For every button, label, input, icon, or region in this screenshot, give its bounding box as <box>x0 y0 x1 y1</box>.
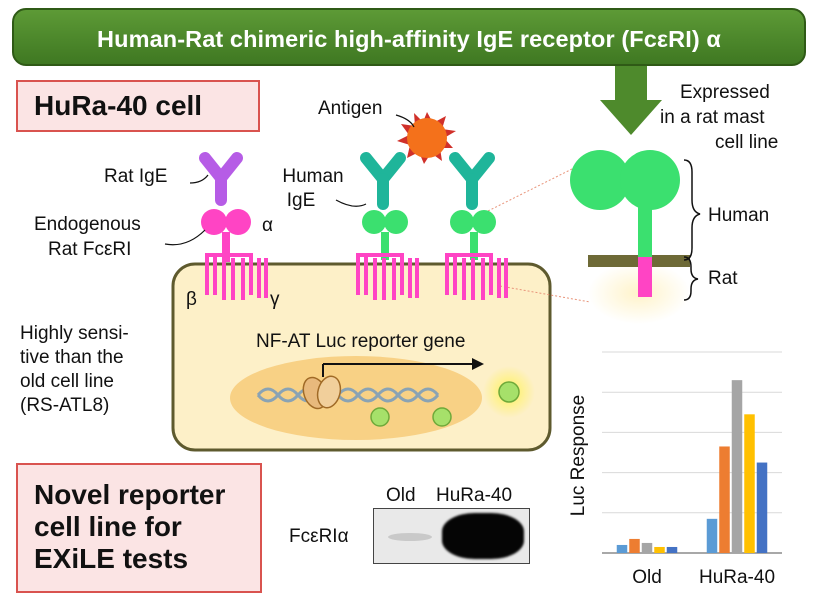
human-ige-receptor-left <box>356 152 419 300</box>
luciferase-dot <box>370 407 390 427</box>
chart-y-axis-label: Luc Response <box>568 395 589 516</box>
leader-line <box>395 114 415 128</box>
guide-line <box>499 285 591 303</box>
reporter-gene-label: NF-AT Luc reporter gene <box>256 331 466 352</box>
reporter-arrow <box>322 358 484 377</box>
cell-line-badge: HuRa-40 cell <box>16 80 260 132</box>
transcription-factor <box>302 375 342 410</box>
endogenous-fceri <box>201 209 268 300</box>
chimeric-receptor-detail <box>570 150 680 297</box>
dna-helix <box>256 387 440 403</box>
human-segment-label: Human <box>708 205 770 226</box>
gamma-label: γ <box>270 289 280 310</box>
rat-ige-label: Rat IgE <box>104 166 168 187</box>
chart-category-label: Old <box>632 567 662 588</box>
novel-badge-line-1: Novel reporter <box>34 479 226 510</box>
antigen-icon <box>397 112 456 164</box>
blot-row-label: FcεRIα <box>289 526 349 547</box>
brace-human <box>683 159 701 261</box>
chart-bar <box>719 446 730 553</box>
endogenous-label: Endogenous <box>34 214 141 235</box>
alpha-label: α <box>262 215 273 236</box>
chart-bar <box>706 518 718 553</box>
expressed-label-2: in a rat mast <box>660 107 765 128</box>
leader-line <box>335 199 367 207</box>
chart-bar <box>641 542 653 553</box>
expressed-label-3: cell line <box>715 132 779 153</box>
novel-cell-line-badge: Novel reporter cell line for EXiLE tests <box>16 463 262 593</box>
chart-category-label: HuRa-40 <box>699 567 775 588</box>
sensitivity-line-1: Highly sensi- <box>20 323 129 344</box>
beta-label: β <box>186 289 197 310</box>
chart-bar <box>744 414 755 553</box>
chart-bar <box>654 546 665 553</box>
blot-band-old <box>388 533 432 541</box>
rat-segment-label: Rat <box>708 268 738 289</box>
novel-badge-line-2: cell line for <box>34 511 182 542</box>
sensitivity-line-3: old cell line <box>20 371 114 392</box>
blot-lane-old: Old <box>386 485 416 506</box>
rat-ige <box>199 152 243 206</box>
western-blot <box>373 508 530 564</box>
sensitivity-line-2: tive than the <box>20 347 124 368</box>
chart-bar <box>629 538 640 553</box>
antigen-label: Antigen <box>318 98 383 119</box>
sensitivity-line-4: (RS-ATL8) <box>20 395 110 416</box>
chart-bar <box>666 546 678 553</box>
luciferase-dot <box>432 407 452 427</box>
chart-bar <box>731 380 743 553</box>
rat-fceri-label: Rat FcεRI <box>48 239 132 260</box>
leader-line <box>189 174 209 184</box>
down-arrow <box>600 62 662 135</box>
human-label: Human <box>282 166 344 187</box>
blot-band-hura40 <box>442 513 524 559</box>
blot-lane-hura40: HuRa-40 <box>436 485 513 506</box>
expressed-label-1: Expressed <box>680 82 770 103</box>
novel-badge-line-3: EXiLE tests <box>34 543 189 574</box>
luc-response-chart: Old HuRa-40 Luc Response <box>568 351 782 588</box>
chart-bar <box>756 462 768 553</box>
brace-rat <box>683 256 699 301</box>
chart-bar <box>616 544 628 553</box>
luminescence-icon <box>483 366 535 418</box>
leader-line <box>164 229 206 246</box>
ige-label: IgE <box>286 190 316 211</box>
human-ige-receptor-right <box>445 152 508 300</box>
title-banner: Human-Rat chimeric high-affinity IgE rec… <box>12 8 806 66</box>
